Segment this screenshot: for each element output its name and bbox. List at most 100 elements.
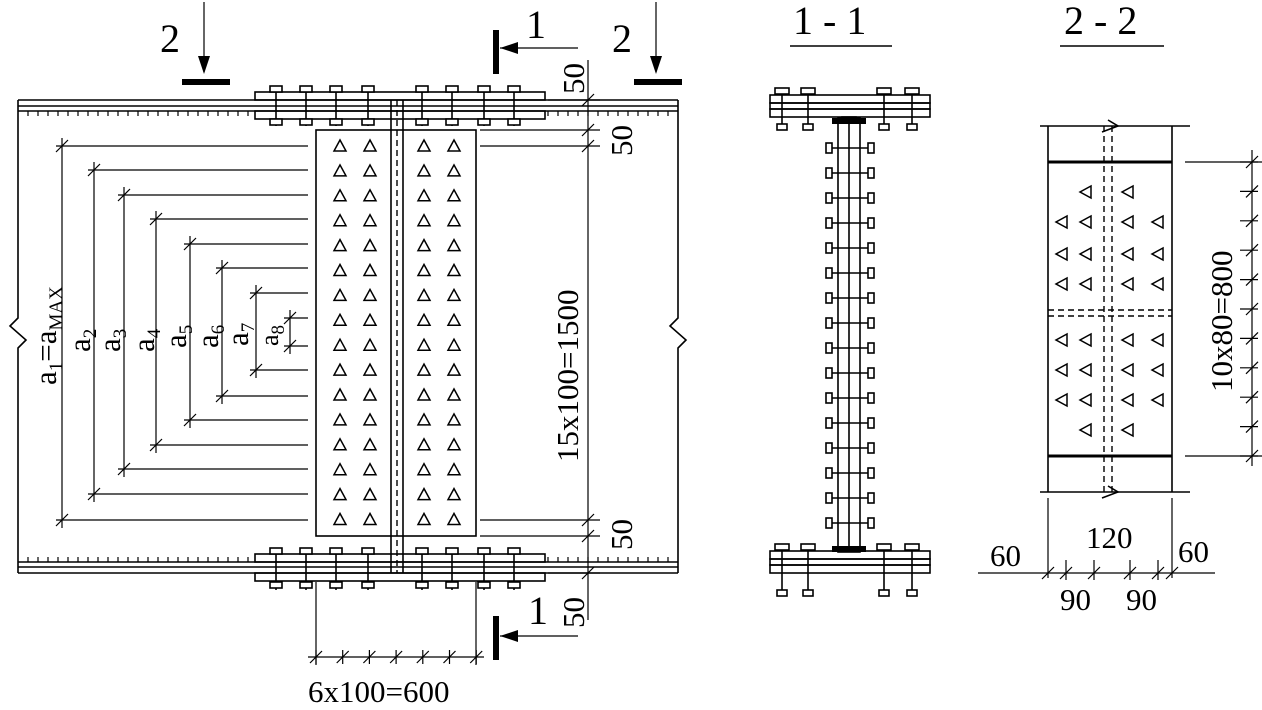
web-bolt-section-2 bbox=[1078, 246, 1092, 262]
web-bolt bbox=[446, 262, 462, 277]
web-bolt bbox=[332, 188, 348, 202]
web-bolt bbox=[446, 238, 462, 252]
section-1-1-title: 1 - 1 bbox=[793, 0, 866, 43]
web-bolt bbox=[362, 487, 378, 501]
web-bolt bbox=[446, 213, 462, 227]
web-bolt-section-2 bbox=[1078, 184, 1092, 200]
web-bolt-section-2 bbox=[1078, 422, 1092, 438]
web-bolt bbox=[362, 163, 378, 177]
web-bolt bbox=[332, 262, 348, 277]
section-mark-2-right: 2 bbox=[612, 2, 682, 85]
web-bolt bbox=[446, 437, 462, 451]
web-bolt-section-2 bbox=[1120, 422, 1134, 438]
web-bolt bbox=[332, 213, 348, 227]
web-bolt bbox=[332, 511, 348, 526]
web-bolt bbox=[332, 163, 348, 177]
a2-label: a2 bbox=[62, 329, 101, 352]
web-bolt-section-2 bbox=[1150, 246, 1164, 262]
dim-horizontal-pitch: 6x100=600 bbox=[308, 674, 449, 709]
sec22-dim-mid-120: 120 bbox=[1086, 520, 1133, 555]
section-2-2-title: 2 - 2 bbox=[1064, 0, 1137, 43]
web-bolt bbox=[416, 312, 432, 327]
top-flange-splice-plate bbox=[254, 91, 546, 101]
web-bolt bbox=[332, 387, 348, 401]
svg-text:1: 1 bbox=[526, 2, 546, 47]
lever-arm-dimensions bbox=[55, 138, 308, 528]
a8-label: a8 bbox=[255, 325, 289, 346]
elevation-view: a1=aMAX a2 a3 a4 a5 a6 a7 a8 bbox=[8, 2, 688, 709]
web-bolt bbox=[416, 163, 432, 177]
web-bolt bbox=[446, 487, 462, 501]
web-bolt bbox=[332, 138, 348, 152]
web-bolt-section-2 bbox=[1120, 392, 1134, 408]
web-splice-plate bbox=[315, 129, 477, 537]
svg-text:a2: a2 bbox=[62, 329, 101, 352]
web-bolt bbox=[416, 238, 432, 252]
flange-bolts bbox=[269, 85, 521, 590]
web-bolt bbox=[362, 287, 378, 302]
web-bolt bbox=[416, 337, 432, 351]
web-bolt bbox=[362, 412, 378, 426]
web-bolt bbox=[416, 412, 432, 426]
left-break-line bbox=[8, 100, 28, 573]
sec22-dim-right-90: 90 bbox=[1126, 582, 1157, 617]
sec22-vertical-pitch: 10x80=800 bbox=[1204, 251, 1239, 392]
a1-label: a1=aMAX bbox=[28, 286, 67, 385]
svg-text:2: 2 bbox=[612, 16, 632, 61]
web-bolt bbox=[362, 337, 378, 351]
web-bolt bbox=[446, 138, 462, 152]
web-bolt-section-2 bbox=[1120, 184, 1134, 200]
web-bolt bbox=[362, 138, 378, 152]
bottom-flange-splice-plate bbox=[254, 572, 546, 582]
top-inner-splice-plate bbox=[254, 110, 546, 120]
web-bolt bbox=[416, 138, 432, 152]
svg-text:a6: a6 bbox=[190, 325, 229, 348]
dim-bottom-50: 50 bbox=[604, 519, 639, 550]
web-bolt bbox=[416, 487, 432, 501]
web-bolt-section-2 bbox=[1054, 362, 1068, 378]
sec22-vertical-dimension bbox=[1185, 150, 1262, 466]
web-bolt bbox=[416, 462, 432, 476]
bottom-horizontal-dimension bbox=[308, 582, 484, 665]
svg-text:a3: a3 bbox=[92, 329, 131, 352]
web-bolt-section-2 bbox=[1120, 214, 1134, 230]
section-2-2: 2 - 2 10x80=800 bbox=[978, 0, 1262, 617]
web-bolt bbox=[362, 362, 378, 376]
web-bolt bbox=[446, 511, 462, 526]
web-bolt bbox=[446, 362, 462, 376]
dim-vertical-pitch: 15x100=1500 bbox=[550, 290, 585, 462]
web-bolt bbox=[362, 312, 378, 327]
web-bolt bbox=[332, 337, 348, 351]
svg-text:a7: a7 bbox=[220, 323, 259, 346]
web-bolt bbox=[446, 287, 462, 302]
web-bolt-section-2 bbox=[1078, 214, 1092, 230]
web-bolt-section-2 bbox=[1054, 392, 1068, 408]
dim-top-50: 50 bbox=[556, 63, 591, 94]
web-bolt-section-2 bbox=[1150, 362, 1164, 378]
web-bolt bbox=[446, 188, 462, 202]
web-bolt-section-2 bbox=[1054, 246, 1068, 262]
web-bolt bbox=[446, 412, 462, 426]
web-bolt-section-2 bbox=[1150, 214, 1164, 230]
web-bolt bbox=[416, 188, 432, 202]
right-vertical-dimension bbox=[480, 60, 600, 620]
web-bolt bbox=[332, 238, 348, 252]
web-bolt bbox=[362, 238, 378, 252]
web-bolt bbox=[446, 387, 462, 401]
web-bolt-section-2 bbox=[1078, 362, 1092, 378]
svg-text:a4: a4 bbox=[126, 328, 165, 352]
web-bolt bbox=[332, 437, 348, 451]
sec22-dim-right-60: 60 bbox=[1178, 534, 1209, 569]
web-bolt-section-2 bbox=[1120, 276, 1134, 292]
bottom-flange bbox=[18, 557, 678, 574]
web-bolt bbox=[446, 163, 462, 177]
right-break-line bbox=[668, 100, 688, 573]
web-bolt bbox=[332, 462, 348, 476]
web-bolt bbox=[332, 287, 348, 302]
web-bolt-section-2 bbox=[1054, 214, 1068, 230]
svg-text:2: 2 bbox=[160, 16, 180, 61]
web-bolt-section-2 bbox=[1120, 362, 1134, 378]
web-bolt bbox=[332, 412, 348, 426]
web-bolt bbox=[362, 387, 378, 401]
web-bolt bbox=[332, 362, 348, 376]
